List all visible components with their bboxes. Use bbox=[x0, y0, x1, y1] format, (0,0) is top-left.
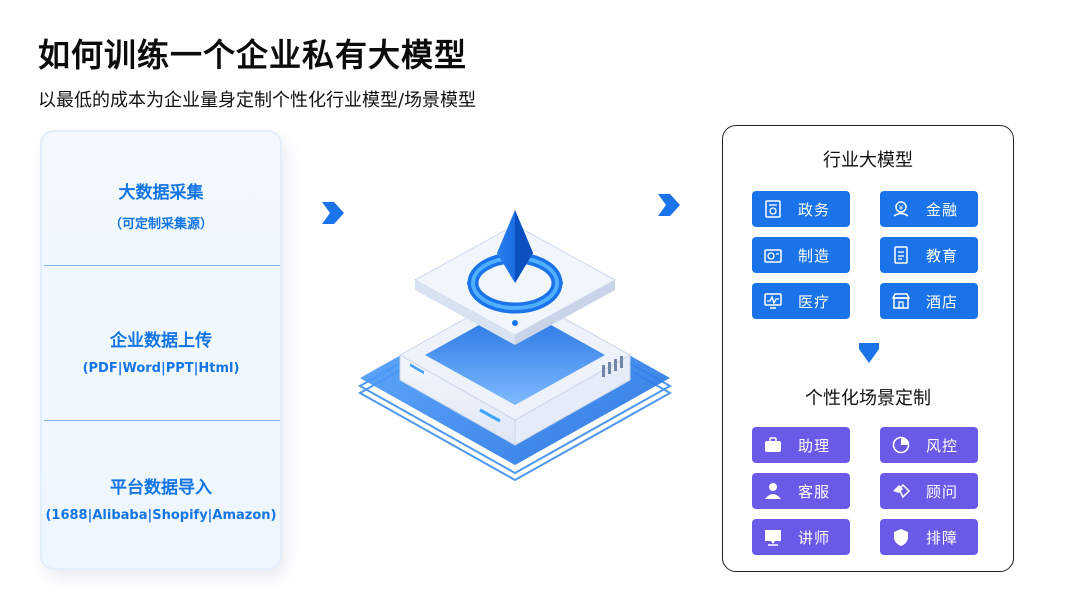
divider bbox=[44, 265, 280, 266]
tile-label: 金融 bbox=[926, 200, 959, 219]
page-subtitle: 以最低的成本为企业量身定制个性化行业模型/场景模型 bbox=[38, 90, 477, 111]
down-arrow-icon bbox=[859, 343, 879, 363]
tile-label: 教育 bbox=[926, 246, 959, 265]
tile-label: 顾问 bbox=[926, 482, 959, 501]
tile-label: 医疗 bbox=[798, 292, 831, 311]
tile-label: 助理 bbox=[798, 436, 831, 455]
scenario-tile-troubleshooting[interactable]: 排障 bbox=[880, 519, 978, 555]
models-panel: 行业大模型 政务 ¥ 金融 制造 教育 医疗 酒店 bbox=[722, 125, 1014, 572]
tile-label: 政务 bbox=[798, 200, 831, 219]
pie-chart-icon bbox=[890, 434, 912, 456]
industry-tile-medical[interactable]: 医疗 bbox=[752, 283, 850, 319]
hotel-icon bbox=[890, 290, 912, 312]
industry-tile-finance[interactable]: ¥ 金融 bbox=[880, 191, 978, 227]
scenario-heading: 个性化场景定制 bbox=[805, 388, 931, 409]
industry-tile-hotel[interactable]: 酒店 bbox=[880, 283, 978, 319]
svg-text:¥: ¥ bbox=[899, 204, 904, 212]
source-enterprise-upload: 企业数据上传 (PDF|Word|PPT|Html) bbox=[40, 326, 282, 376]
education-icon bbox=[890, 244, 912, 266]
handshake-icon bbox=[890, 480, 912, 502]
presentation-icon bbox=[762, 526, 784, 548]
tile-label: 排障 bbox=[926, 528, 959, 547]
tile-label: 制造 bbox=[798, 246, 831, 265]
source-sub: (PDF|Word|PPT|Html) bbox=[82, 361, 240, 376]
tile-label: 风控 bbox=[926, 436, 959, 455]
industry-tile-manufacturing[interactable]: 制造 bbox=[752, 237, 850, 273]
government-doc-icon bbox=[762, 198, 784, 220]
source-heading: 企业数据上传 bbox=[110, 331, 212, 351]
scenario-tile-customer-service[interactable]: 客服 bbox=[752, 473, 850, 509]
industry-heading: 行业大模型 bbox=[823, 150, 913, 171]
briefcase-icon bbox=[762, 434, 784, 456]
scenario-tile-assistant[interactable]: 助理 bbox=[752, 427, 850, 463]
medical-icon bbox=[762, 290, 784, 312]
model-server-illustration bbox=[357, 210, 673, 482]
source-heading: 大数据采集 bbox=[118, 183, 204, 203]
flow-arrow-icon bbox=[322, 202, 344, 224]
scenario-tile-advisor[interactable]: 顾问 bbox=[880, 473, 978, 509]
page-title: 如何训练一个企业私有大模型 bbox=[38, 36, 468, 74]
tile-label: 讲师 bbox=[798, 528, 831, 547]
flow-arrow-icon bbox=[658, 194, 680, 216]
source-platform-import: 平台数据导入 (1688|Alibaba|Shopify|Amazon) bbox=[40, 473, 282, 523]
source-sub: (1688|Alibaba|Shopify|Amazon) bbox=[45, 508, 277, 523]
industry-tile-government[interactable]: 政务 bbox=[752, 191, 850, 227]
scenario-tile-risk-control[interactable]: 风控 bbox=[880, 427, 978, 463]
industry-tile-education[interactable]: 教育 bbox=[880, 237, 978, 273]
finance-icon: ¥ bbox=[890, 198, 912, 220]
divider bbox=[44, 420, 280, 421]
source-heading: 平台数据导入 bbox=[110, 478, 212, 498]
source-sub: （可定制采集源） bbox=[108, 217, 213, 232]
tile-label: 酒店 bbox=[926, 292, 959, 311]
scenario-tile-lecturer[interactable]: 讲师 bbox=[752, 519, 850, 555]
source-big-data: 大数据采集 （可定制采集源） bbox=[40, 178, 282, 232]
manufacturing-icon bbox=[762, 244, 784, 266]
shield-icon bbox=[890, 526, 912, 548]
agent-icon bbox=[762, 480, 784, 502]
data-sources-card: 大数据采集 （可定制采集源） 企业数据上传 (PDF|Word|PPT|Html… bbox=[40, 130, 282, 570]
tile-label: 客服 bbox=[798, 482, 831, 501]
